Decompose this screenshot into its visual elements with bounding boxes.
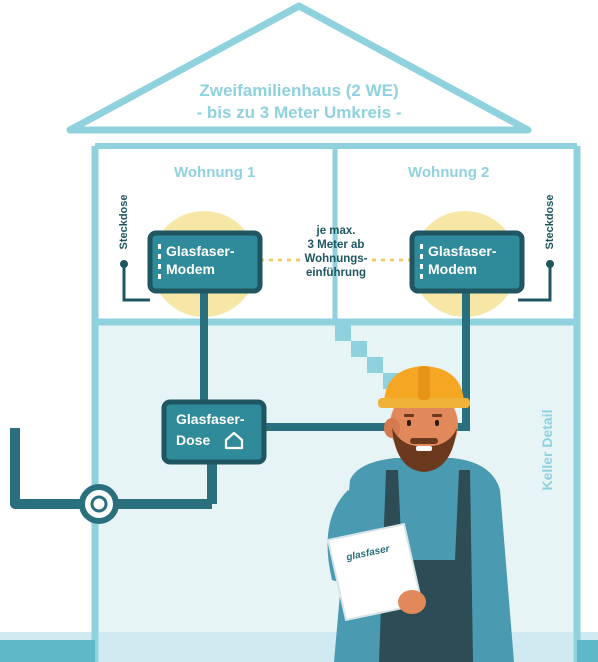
pipe-junction xyxy=(79,484,119,524)
unit-label-2: Wohnung 2 xyxy=(408,164,490,181)
worker-eyebrow-right xyxy=(432,414,442,417)
modem-box-left xyxy=(147,230,263,294)
modem-box-right xyxy=(409,230,525,294)
modem-led-right-3 xyxy=(420,264,423,269)
fiber-cable-right xyxy=(264,288,470,431)
modem-left-label-line1: Glasfaser- xyxy=(166,243,235,259)
worker-mustache xyxy=(410,438,438,444)
modem-right-label-line2: Modem xyxy=(428,261,477,277)
modem-led-left-3 xyxy=(158,264,161,269)
socket-label-left: Steckdose xyxy=(118,194,130,250)
distance-note-line1: je max. xyxy=(316,225,356,237)
incoming-pipe xyxy=(10,428,84,509)
modem-led-right-1 xyxy=(420,244,423,249)
home-icon xyxy=(224,431,244,450)
distance-note: je max. 3 Meter ab Wohnungs- einführung xyxy=(286,224,386,280)
worker-mouth xyxy=(416,446,432,451)
socket-cable-right xyxy=(518,265,552,302)
house-title-line2: - bis zu 3 Meter Umkreis - xyxy=(196,103,402,122)
dose-label-line1: Glasfaser- xyxy=(176,411,245,427)
worker-helmet-brim xyxy=(378,398,470,408)
distance-note-line3: Wohnungs- xyxy=(304,253,368,265)
unit-label-1: Wohnung 1 xyxy=(174,164,256,181)
ground-accent-right xyxy=(577,640,598,662)
worker-eyebrow-left xyxy=(404,414,414,417)
modem-led-left-2 xyxy=(158,254,161,259)
distance-note-line2: 3 Meter ab xyxy=(307,239,365,251)
distance-note-line4: einführung xyxy=(305,267,367,279)
worker-helmet-ridge xyxy=(418,366,430,400)
worker-illustration xyxy=(326,366,514,662)
dose-label-line2: Dose xyxy=(176,432,211,448)
pipe-junction-inner xyxy=(90,495,108,513)
modem-led-right-2 xyxy=(420,254,423,259)
worker-eye-right xyxy=(435,420,439,426)
ground-accent-left xyxy=(0,640,95,662)
modem-led-right-4 xyxy=(420,274,423,279)
cellar-label: Keller Detail xyxy=(539,409,555,491)
socket-cable-left xyxy=(122,265,150,302)
modem-led-left-4 xyxy=(158,274,161,279)
modem-right-label-line1: Glasfaser- xyxy=(428,243,497,259)
socket-dot-left xyxy=(120,260,128,268)
house-title-line1: Zweifamilienhaus (2 WE) xyxy=(199,81,399,100)
worker-eye-left xyxy=(407,420,411,426)
worker-hand xyxy=(398,590,426,614)
socket-label-right: Steckdose xyxy=(544,194,556,250)
modem-left-label-line2: Modem xyxy=(166,261,215,277)
socket-dot-right xyxy=(546,260,554,268)
modem-led-left-1 xyxy=(158,244,161,249)
worker-overalls xyxy=(379,470,473,662)
